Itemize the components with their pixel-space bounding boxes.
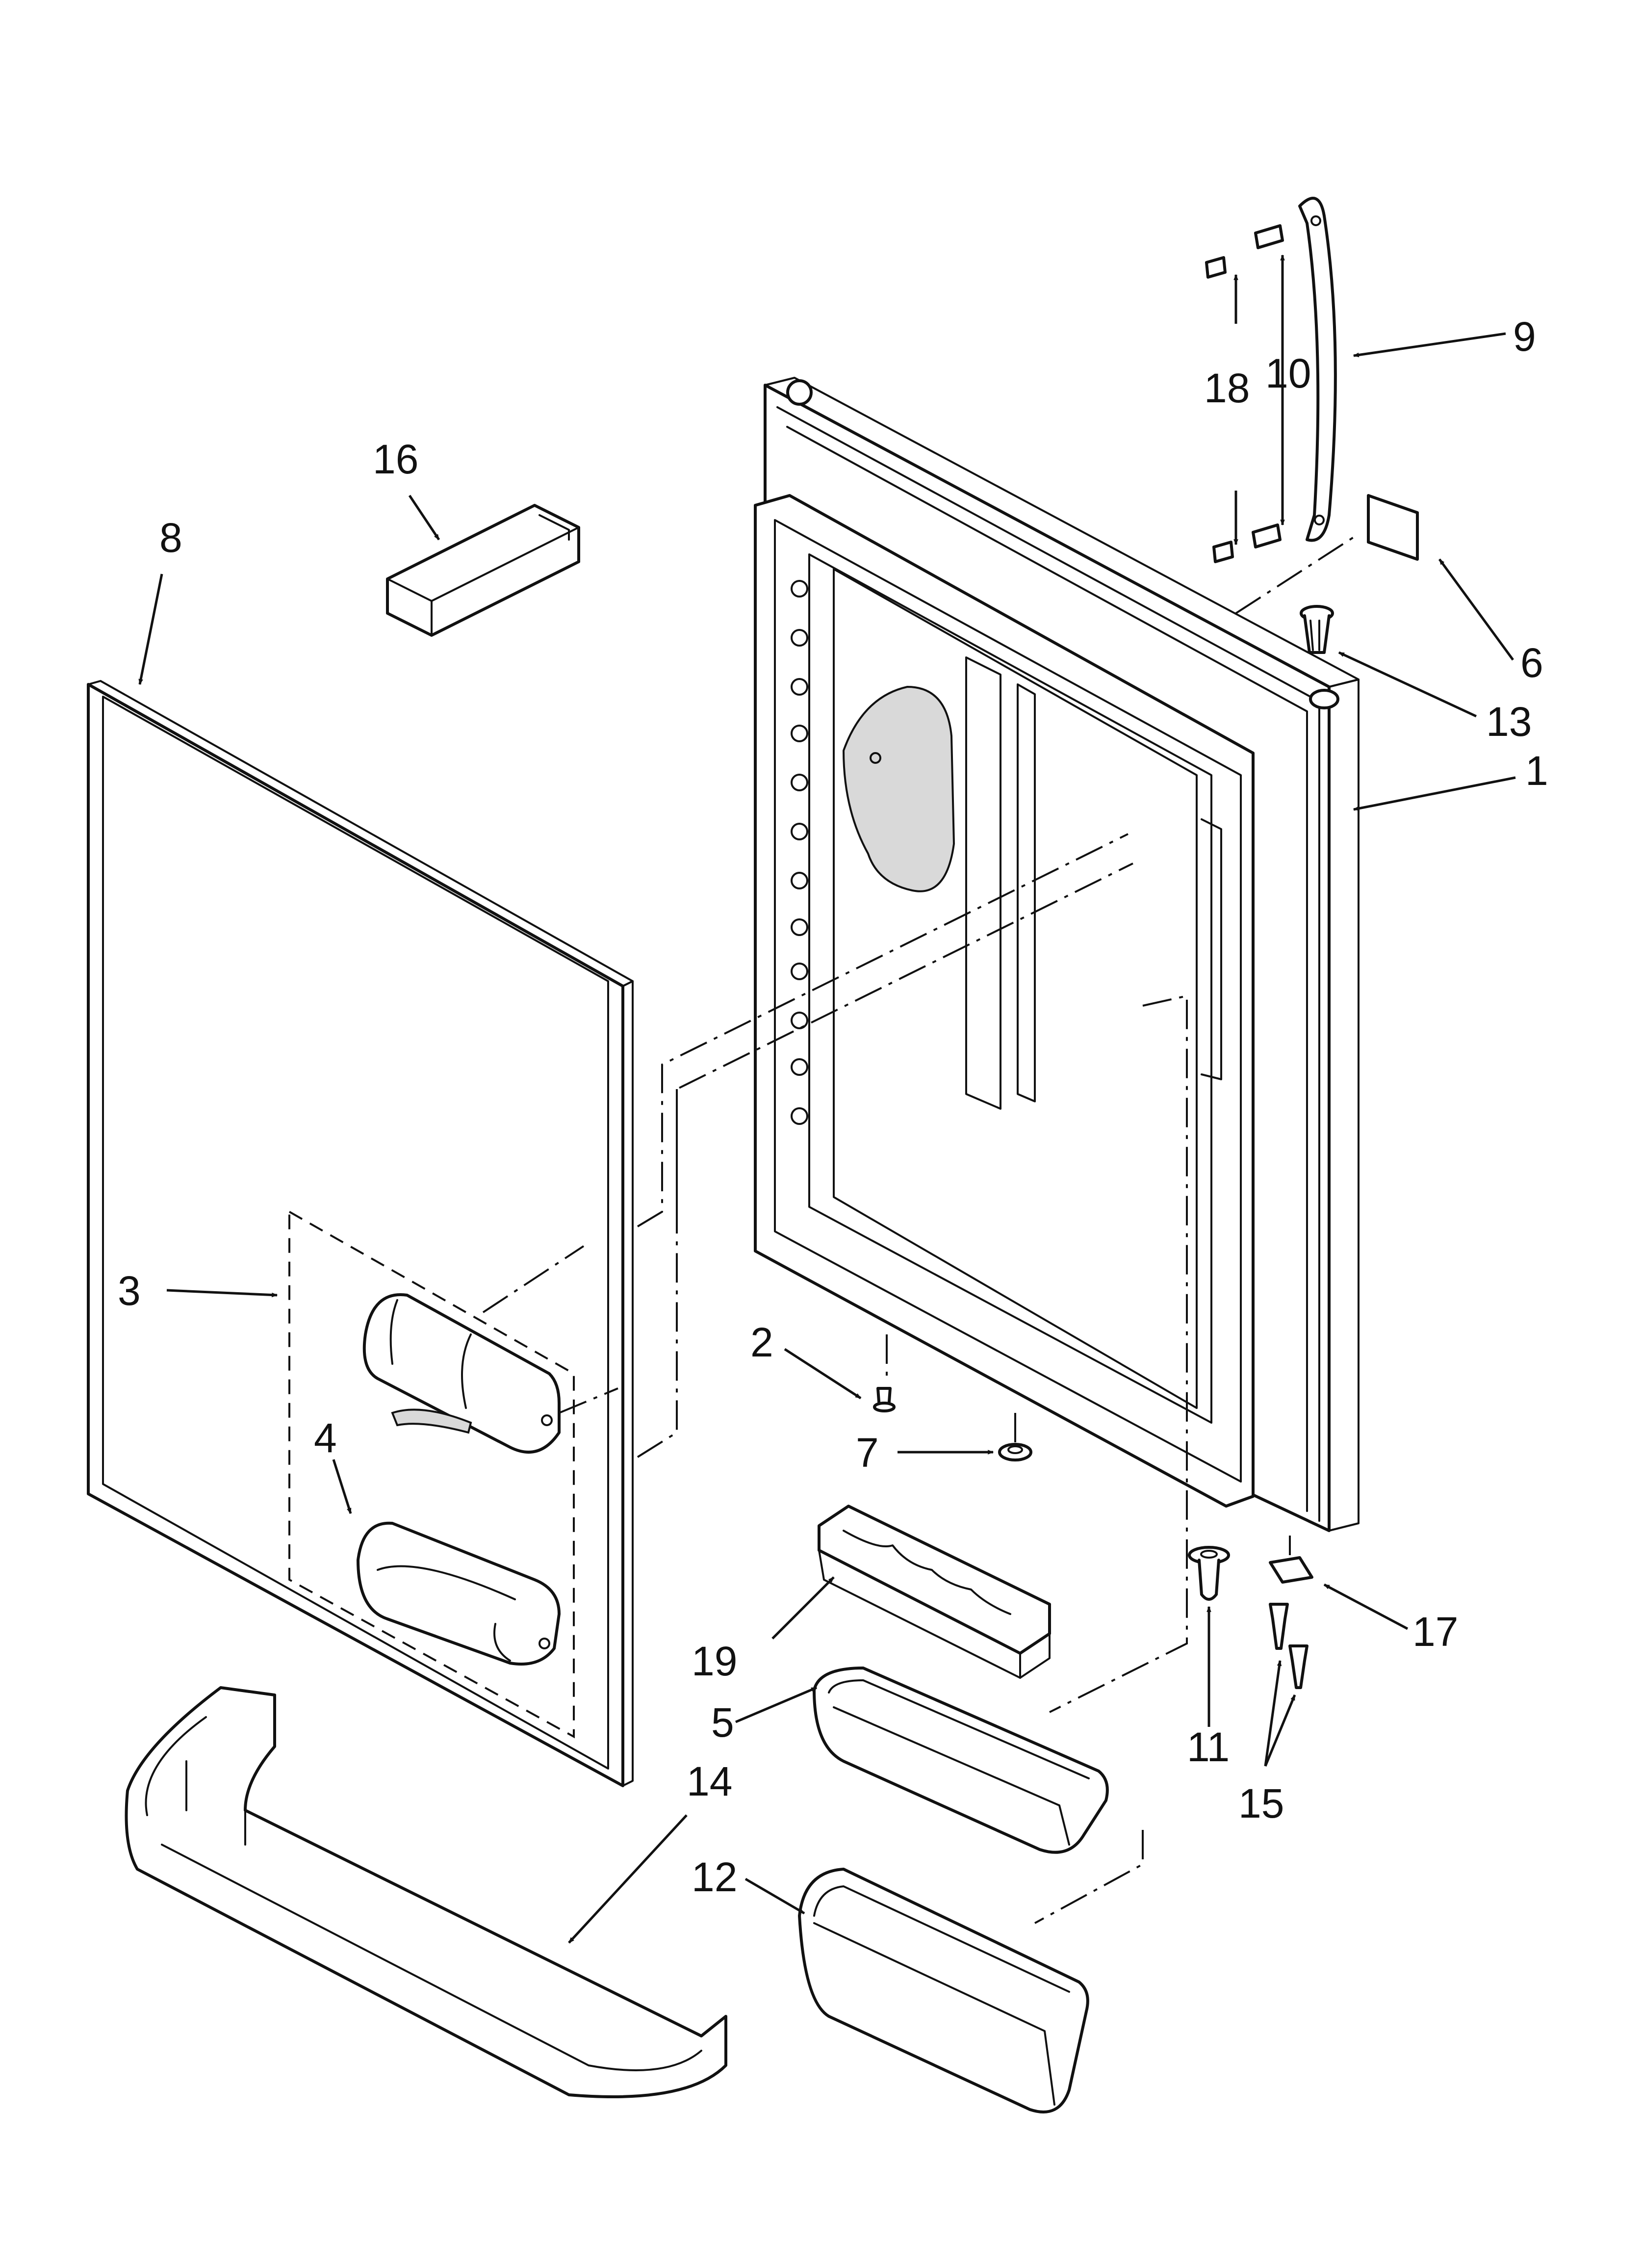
hinge-bracket — [1269, 1556, 1313, 1584]
leader-arrows — [138, 254, 1516, 1944]
hinge-screws — [1269, 1603, 1308, 1689]
callout-19: 19 — [692, 1638, 737, 1684]
callout-12: 12 — [692, 1854, 737, 1900]
shelf-support-row — [791, 580, 808, 1125]
callout-6: 6 — [1520, 640, 1543, 686]
shelf-bin-small — [386, 504, 580, 637]
callout-labels: 1 2 3 4 5 6 7 8 9 10 11 12 13 14 15 16 1… — [118, 313, 1548, 1900]
assembly-lines — [482, 536, 1355, 1924]
door-bin-upper — [813, 1667, 1109, 1854]
door-stop-grommet — [998, 1443, 1032, 1461]
callout-11: 11 — [1187, 1724, 1230, 1770]
dispenser-bin — [357, 1521, 561, 1666]
callout-2: 2 — [750, 1319, 773, 1365]
callout-5: 5 — [711, 1699, 734, 1746]
callout-8: 8 — [159, 515, 182, 561]
hinge-bushing — [1300, 605, 1334, 654]
callout-14: 14 — [687, 1758, 732, 1804]
callout-4: 4 — [314, 1415, 337, 1461]
door-handle — [1298, 197, 1337, 542]
callout-1: 1 — [1525, 748, 1548, 794]
handle-screws — [1205, 224, 1284, 563]
label-plate — [1367, 494, 1419, 561]
callout-18: 18 — [1204, 365, 1250, 411]
callout-13: 13 — [1486, 699, 1532, 745]
callout-10: 10 — [1265, 350, 1311, 396]
door-rail-bin — [125, 1686, 727, 2098]
callout-9: 9 — [1513, 313, 1536, 360]
door-liner-panel — [87, 680, 634, 1787]
hinge-bearing — [1188, 1546, 1230, 1601]
callout-7: 7 — [856, 1430, 879, 1476]
door-stop-screw — [873, 1387, 896, 1412]
callout-17: 17 — [1412, 1609, 1458, 1655]
door-bin-lower — [798, 1868, 1089, 2113]
callout-16: 16 — [373, 436, 418, 482]
callout-3: 3 — [118, 1268, 141, 1314]
egg-tray — [818, 1505, 1051, 1679]
dispenser-cover — [362, 1293, 561, 1454]
callout-15: 15 — [1238, 1780, 1284, 1826]
inner-door-liner — [754, 494, 1255, 1508]
